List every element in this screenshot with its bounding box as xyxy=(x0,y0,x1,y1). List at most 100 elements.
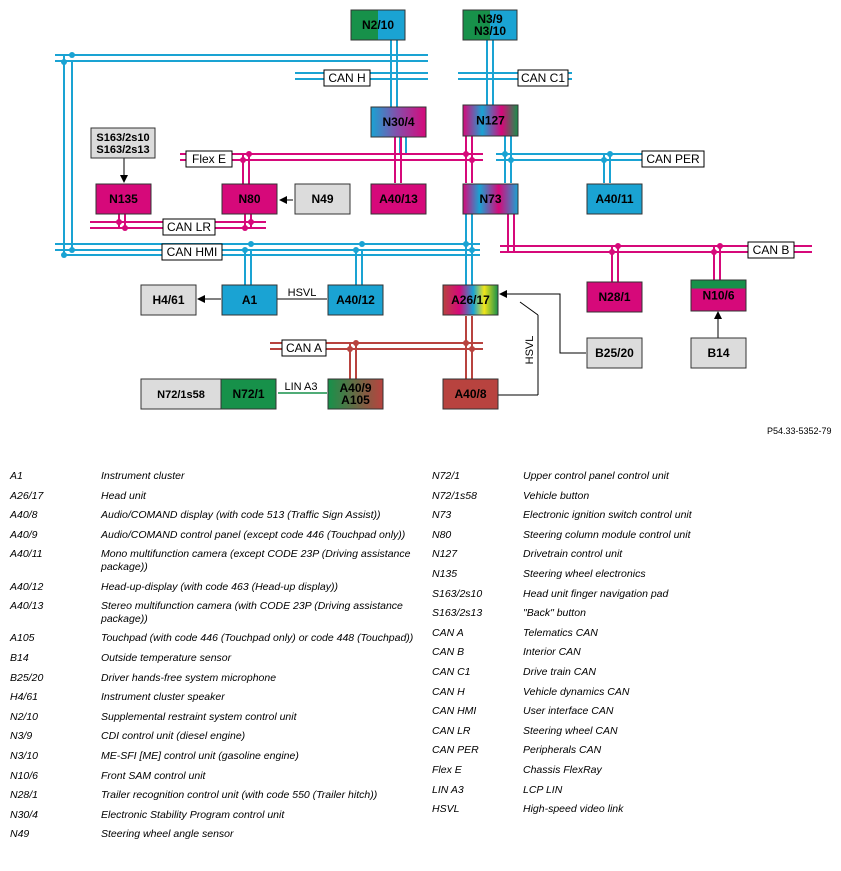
node-a1-label: A1 xyxy=(242,293,258,307)
node-a40-11-label: A40/11 xyxy=(595,192,633,206)
legend-description: Front SAM control unit xyxy=(101,769,206,782)
b25-20-arrow xyxy=(499,290,586,354)
legend-code: N10/6 xyxy=(10,769,39,782)
legend-code: N80 xyxy=(432,528,452,541)
legend-code: N72/1s58 xyxy=(432,489,477,502)
legend-description: Audio/COMAND display (with code 513 (Tra… xyxy=(101,509,381,522)
legend-description: Supplemental restraint system control un… xyxy=(101,710,297,723)
flex-e-label-box xyxy=(185,150,233,168)
legend-code: A40/11 xyxy=(10,548,43,561)
legend-description: Telematics CAN xyxy=(523,626,598,639)
node-a40-13-box xyxy=(370,183,427,215)
legend-code: N127 xyxy=(432,548,458,561)
node-n72-1-box xyxy=(220,378,277,410)
legend-description: Chassis FlexRay xyxy=(523,763,602,776)
junction-dot xyxy=(69,247,75,253)
legend-description: Head unit finger navigation pad xyxy=(523,587,669,600)
legend-code: S163/2s10 xyxy=(432,587,483,600)
node-n28-1-label: N28/1 xyxy=(598,290,630,304)
node-n30-4-label: N30/4 xyxy=(382,115,414,129)
node-b14-box xyxy=(690,337,747,369)
junction-dot xyxy=(711,249,717,255)
junction-dot xyxy=(607,151,613,157)
junction-dot xyxy=(463,241,469,247)
node-a40-8-label: A40/8 xyxy=(454,387,486,401)
node-n2-10-box xyxy=(350,9,406,41)
legend-description: Stereo multifunction camera (with CODE 2… xyxy=(101,600,403,625)
junction-dot xyxy=(463,340,469,346)
legend-row: N10/6 Front SAM control unit xyxy=(10,770,425,783)
can-h-label-box xyxy=(323,69,371,87)
node-n2-10-label: N2/10 xyxy=(362,18,394,32)
junction-dot xyxy=(347,346,353,352)
legend-code: A105 xyxy=(10,632,35,645)
legend-code: B14 xyxy=(10,651,29,664)
legend-code: S163/2s13 xyxy=(432,607,483,620)
node-a40-9-box xyxy=(327,378,384,410)
reference-code: P54.33-5352-79 xyxy=(767,426,832,436)
node-n127-label: N127 xyxy=(476,114,505,128)
node-a26-17-label: A26/17 xyxy=(451,293,490,307)
legend-description: Trailer recognition control unit (with c… xyxy=(101,789,378,802)
legend-code: CAN H xyxy=(432,685,465,698)
junction-dot xyxy=(615,243,621,249)
can-a-label: CAN A xyxy=(286,341,322,355)
node-n72-1s58-label: N72/1s58 xyxy=(157,389,205,401)
node-a40-8-box xyxy=(442,378,499,410)
junction-dot xyxy=(248,241,254,247)
legend-description: "Back" button xyxy=(523,607,586,620)
lin-a3-label: LIN A3 xyxy=(284,381,317,393)
junction-dot xyxy=(359,241,365,247)
can-c1-label-box xyxy=(517,69,569,87)
legend-code: A40/9 xyxy=(10,528,38,541)
legend-description: Drivetrain control unit xyxy=(523,548,623,561)
junction-dot xyxy=(601,157,607,163)
legend-code: N30/4 xyxy=(10,808,39,821)
can-lr-label-box xyxy=(162,218,216,236)
legend-code: HSVL xyxy=(432,803,460,816)
node-n127-box xyxy=(462,104,519,137)
can-hmi-label-box xyxy=(161,243,223,261)
legend-description: Steering wheel electronics xyxy=(523,567,646,580)
junction-dot xyxy=(240,157,246,163)
junction-dot xyxy=(508,157,514,163)
legend-row: S163/2s10 Head unit finger navigation pad xyxy=(432,588,832,601)
legend-description: Steering column module control unit xyxy=(523,528,691,541)
legend-description: Outside temperature sensor xyxy=(101,651,232,664)
node-n73-label: N73 xyxy=(479,192,501,206)
node-n30-4-box xyxy=(370,106,427,138)
legend-row: N30/4 Electronic Stability Program contro… xyxy=(10,809,425,822)
hsvl-vertical-label: HSVL xyxy=(524,336,536,365)
legend-description: Drive train CAN xyxy=(523,665,596,678)
node-n49-label: N49 xyxy=(311,192,333,206)
can-b-label-box xyxy=(747,241,795,259)
legend-code: N73 xyxy=(432,509,452,522)
legend-code: A40/12 xyxy=(10,580,44,593)
legend-code: A40/13 xyxy=(10,600,44,613)
legend-code: B25/20 xyxy=(10,671,44,684)
legend-code: N3/10 xyxy=(10,749,39,762)
node-n10-6-box xyxy=(690,279,747,312)
legend-code: Flex E xyxy=(432,763,462,776)
legend-code: H4/61 xyxy=(10,691,39,704)
legend-description: Electronic Stability Program control uni… xyxy=(101,808,285,821)
